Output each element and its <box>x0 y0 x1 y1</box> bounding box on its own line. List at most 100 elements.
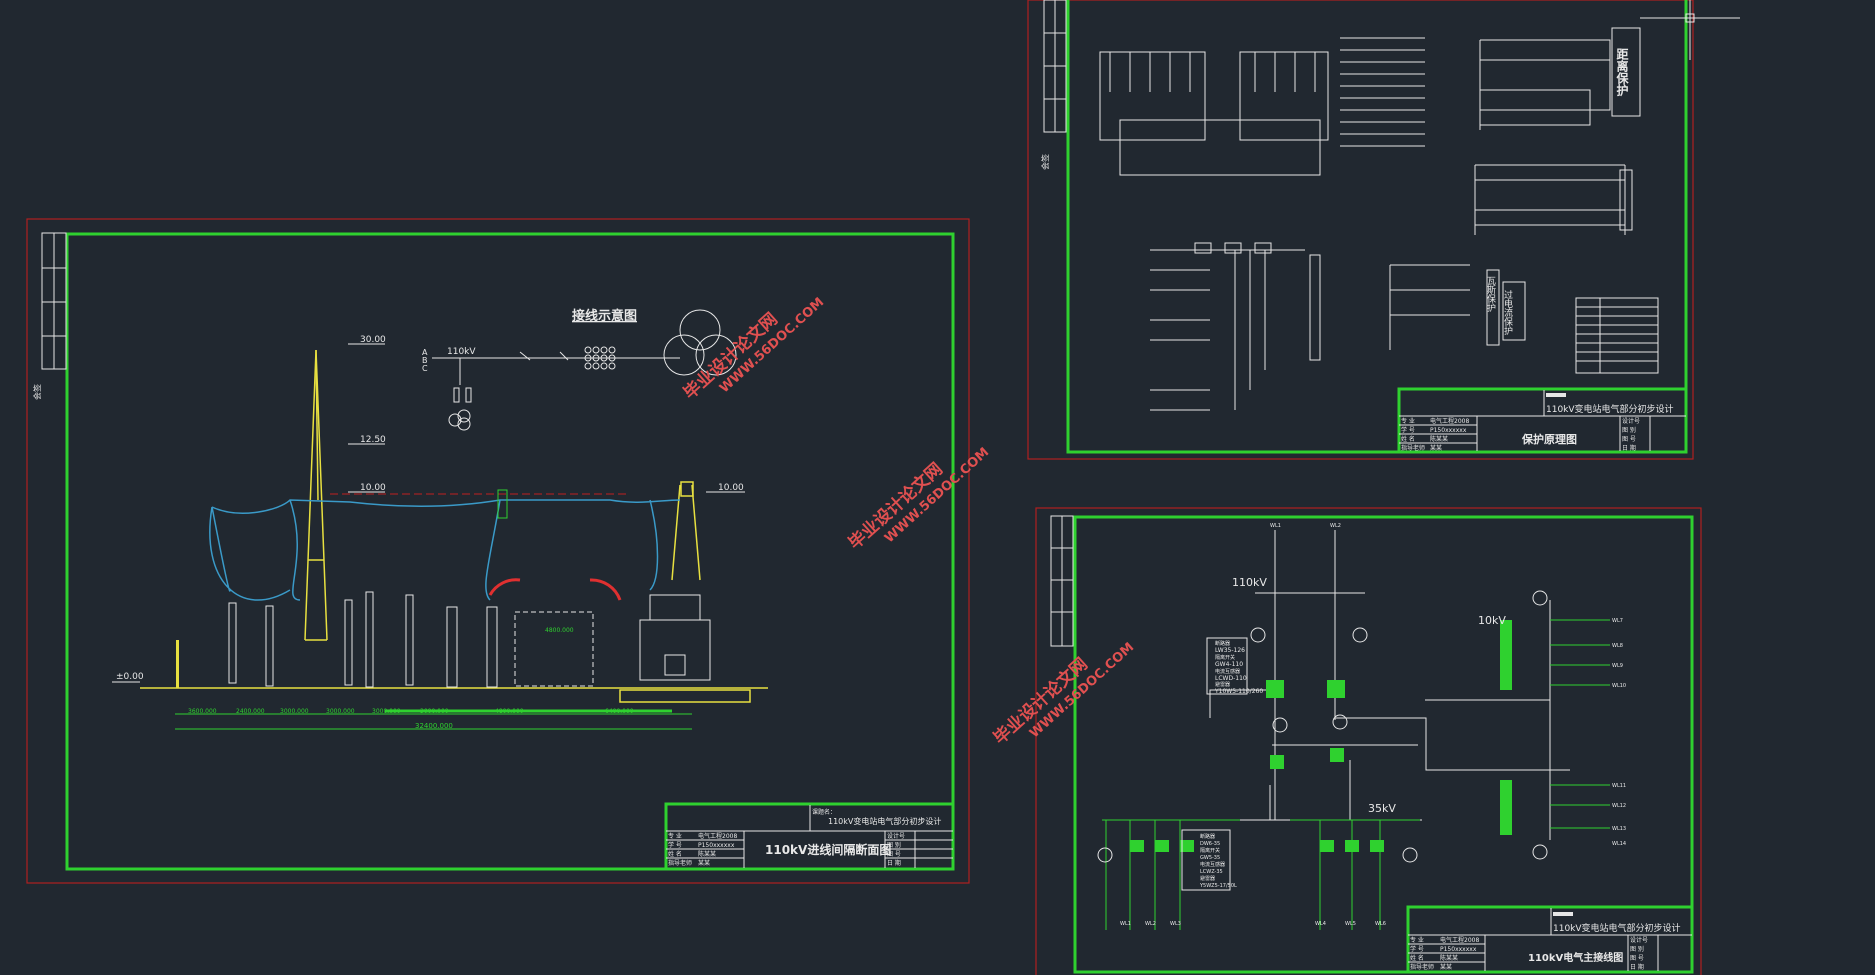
svg-text:学 号: 学 号 <box>668 841 682 849</box>
svg-text:WL2: WL2 <box>1145 921 1156 927</box>
svg-text:图 号: 图 号 <box>1630 955 1644 962</box>
svg-text:学 号: 学 号 <box>1401 426 1415 434</box>
svg-text:某某: 某某 <box>698 860 710 867</box>
watermark: 毕业设计论文网 WWW.56DOC.COM <box>844 445 992 554</box>
svg-text:陈某某: 陈某某 <box>1440 954 1458 962</box>
svg-text:电气工程2008: 电气工程2008 <box>1430 417 1469 425</box>
sheet-border-red <box>26 218 970 884</box>
sheet-protection[interactable]: 会签 距离保护 过电流保护 瓦斯保护 <box>1027 0 1740 460</box>
gas-protection-label: 瓦斯保护 <box>1485 276 1496 313</box>
svg-text:110kV变电站电气部分初步设计: 110kV变电站电气部分初步设计 <box>828 816 941 826</box>
svg-text:10.00: 10.00 <box>360 483 386 493</box>
svg-text:3600.000: 3600.000 <box>188 708 217 715</box>
svg-text:3000.000: 3000.000 <box>326 708 355 715</box>
dimension-line: 3600.000 2400.000 3000.000 3000.000 3000… <box>175 708 692 730</box>
svg-text:会签: 会签 <box>32 384 42 400</box>
bus-label-10kv: 10kV <box>1478 614 1506 627</box>
svg-text:电流互感器: 电流互感器 <box>1215 668 1240 675</box>
svg-text:12.50: 12.50 <box>360 435 386 445</box>
sheet-main-wiring[interactable]: 110kV 10kV 35kV 断路器 LW35-126 隔离开关 GW4-11… <box>1035 507 1702 975</box>
svg-text:LW35-126: LW35-126 <box>1215 647 1245 654</box>
svg-text:10.00: 10.00 <box>718 483 744 493</box>
svg-text:WL10: WL10 <box>1612 683 1626 689</box>
elevation-marks: 30.00 12.50 10.00 10.00 ±0.00 <box>112 335 745 683</box>
svg-text:学 号: 学 号 <box>1410 945 1424 953</box>
svg-text:日 期: 日 期 <box>887 859 901 867</box>
svg-text:避雷器: 避雷器 <box>1200 875 1215 882</box>
svg-text:姓 名: 姓 名 <box>1410 954 1424 962</box>
svg-text:会签: 会签 <box>1040 154 1050 170</box>
crosshair-cursor <box>1640 0 1740 60</box>
svg-text:专 业: 专 业 <box>1401 417 1415 425</box>
svg-text:日 期: 日 期 <box>1622 444 1636 452</box>
sheet-border-red <box>1035 507 1702 975</box>
svg-text:专 业: 专 业 <box>1410 936 1424 944</box>
svg-text:电流互感器: 电流互感器 <box>1200 861 1225 868</box>
svg-text:日 期: 日 期 <box>1630 963 1644 971</box>
svg-text:3000.000: 3000.000 <box>372 708 401 715</box>
svg-text:电气工程2008: 电气工程2008 <box>1440 936 1479 944</box>
svg-text:图 别: 图 别 <box>1630 945 1644 953</box>
svg-text:图 号: 图 号 <box>887 851 901 858</box>
svg-text:WL14: WL14 <box>1612 841 1626 847</box>
equipment-table-35: 断路器 DW6-35 隔离开关 GW5-35 电流互感器 LCWZ-35 避雷器… <box>1181 829 1237 891</box>
sheet-section-drawing[interactable]: 会签 接线示意图 A B C 110kV 30.00 12.50 10.00 1 <box>26 218 970 884</box>
feeder-labels: WL1 WL2 WL1 WL2 WL3 WL4 WL5 WL6 WL7 WL8 … <box>1120 523 1626 927</box>
bus-label-35kv: 35kV <box>1368 802 1396 815</box>
overcurrent-protection-label: 过电流保护 <box>1502 289 1513 336</box>
watermark: 毕业设计论文网 WWW.56DOC.COM <box>679 295 827 404</box>
svg-text:断路器: 断路器 <box>1215 640 1230 647</box>
svg-text:P150xxxxxx: P150xxxxxx <box>1430 427 1467 434</box>
title-block: 110kV变电站电气部分初步设计 保护原理图 专 业 电气工程2008 学 号 P1… <box>1397 387 1688 454</box>
svg-text:WL1: WL1 <box>1270 523 1281 529</box>
svg-text:WL12: WL12 <box>1612 803 1626 809</box>
side-stamp: 会签 <box>1040 0 1067 170</box>
svg-text:姓 名: 姓 名 <box>1401 435 1415 443</box>
drawing-title: 110kV进线间隔断面图 <box>765 842 891 857</box>
svg-text:4800.000: 4800.000 <box>495 708 524 715</box>
svg-text:陈某某: 陈某某 <box>698 850 716 858</box>
svg-text:陈某某: 陈某某 <box>1430 435 1448 443</box>
drawing-title: 110kV电气主接线图 <box>1528 951 1623 964</box>
svg-text:隔离开关: 隔离开关 <box>1215 654 1235 661</box>
svg-text:指导老师: 指导老师 <box>668 859 692 867</box>
sheet-frame <box>1066 0 1688 454</box>
svg-text:LCWD-110: LCWD-110 <box>1215 675 1247 682</box>
svg-text:6400.000: 6400.000 <box>605 708 634 715</box>
svg-text:WL6: WL6 <box>1375 921 1386 927</box>
svg-text:WL1: WL1 <box>1120 921 1131 927</box>
svg-text:WL11: WL11 <box>1612 783 1626 789</box>
svg-text:设计号: 设计号 <box>1622 417 1640 425</box>
svg-text:WL3: WL3 <box>1170 921 1181 927</box>
svg-text:4800.000: 4800.000 <box>545 627 574 634</box>
svg-text:隔离开关: 隔离开关 <box>1200 847 1220 854</box>
svg-text:设计号: 设计号 <box>1630 936 1648 944</box>
svg-text:图 别: 图 别 <box>1622 426 1636 434</box>
svg-text:DW6-35: DW6-35 <box>1200 841 1220 847</box>
svg-text:WL8: WL8 <box>1612 643 1623 649</box>
equipment-table-110: 断路器 LW35-126 隔离开关 GW4-110 电流互感器 LCWD-110… <box>1206 637 1263 695</box>
side-stamp <box>1050 515 1074 647</box>
svg-text:GW4-110: GW4-110 <box>1215 661 1243 668</box>
svg-text:WL7: WL7 <box>1612 618 1623 624</box>
watermark: 毕业设计论文网 WWW.56DOC.COM <box>989 640 1137 749</box>
bus-label-110kv: 110kV <box>1232 576 1267 589</box>
svg-text:WL2: WL2 <box>1330 523 1341 529</box>
svg-text:避雷器: 避雷器 <box>1215 681 1230 688</box>
svg-text:姓 名: 姓 名 <box>668 850 682 858</box>
title-block: 课题名： 110kV变电站电气部分初步设计 110kV进线间隔断面图 专 业电气… <box>664 802 955 871</box>
sheet-frame <box>65 232 955 871</box>
protection-circuits <box>1099 27 1659 411</box>
section-structures: 4800.000 <box>140 349 768 703</box>
svg-text:110kV: 110kV <box>447 347 476 357</box>
distance-protection-label: 距离保护 <box>1615 48 1629 97</box>
svg-text:3000.000: 3000.000 <box>420 708 449 715</box>
drawing-title: 保护原理图 <box>1521 432 1577 446</box>
svg-text:Y10W5-110/260: Y10W5-110/260 <box>1214 688 1263 695</box>
svg-text:某某: 某某 <box>1440 964 1452 971</box>
svg-text:电气工程2008: 电气工程2008 <box>698 832 737 840</box>
wiring-schematic: 接线示意图 A B C 110kV <box>422 308 737 431</box>
svg-text:P150xxxxxx: P150xxxxxx <box>1440 946 1477 953</box>
svg-text:110kV变电站电气部分初步设计: 110kV变电站电气部分初步设计 <box>1546 403 1674 415</box>
